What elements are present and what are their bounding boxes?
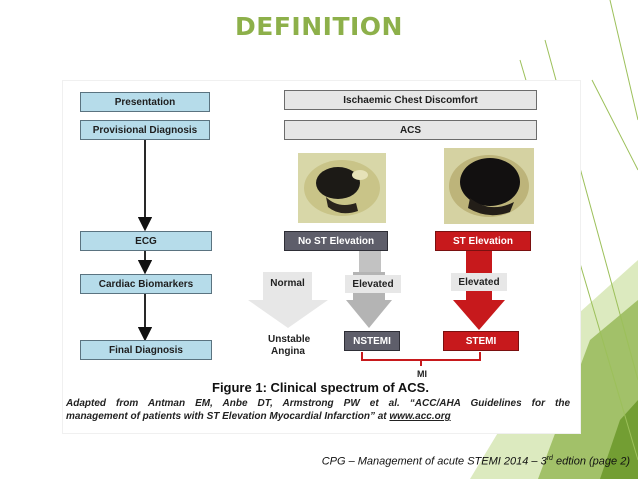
slide-title: DEFINITION — [235, 12, 403, 41]
st-elevation-box: ST Elevation — [435, 231, 531, 251]
normal-label: Normal — [270, 277, 305, 289]
mi-bracket — [361, 352, 481, 361]
provisional-diagnosis-box: Provisional Diagnosis — [80, 120, 210, 140]
figure-caption-body: Adapted from Antman EM, Anbe DT, Armstro… — [66, 397, 570, 423]
elevated-label-stemi: Elevated — [451, 273, 507, 291]
figure-caption-title: Figure 1: Clinical spectrum of ACS. — [212, 380, 429, 395]
no-st-elevation-box: No ST Elevation — [284, 231, 388, 251]
caption-line-1: Adapted from Antman EM, Anbe DT, Armstro… — [66, 398, 570, 409]
final-diagnosis-box: Final Diagnosis — [80, 340, 212, 360]
nstemi-box: NSTEMI — [344, 331, 400, 351]
footer-suffix: edtion (page 2) — [552, 455, 630, 468]
acs-box: ACS — [284, 120, 537, 140]
acc-link[interactable]: www.acc.org — [389, 411, 451, 422]
stemi-box: STEMI — [443, 331, 519, 351]
footer-superscript: rd — [546, 455, 553, 462]
heart-cross-section-image-right — [444, 148, 534, 224]
cardiac-biomarkers-box: Cardiac Biomarkers — [80, 274, 212, 294]
footer-prefix: CPG – Management of acute STEMI 2014 – 3 — [321, 455, 547, 468]
caption-line-2: management of patients with ST Elevation… — [66, 410, 570, 423]
slide-footer: CPG – Management of acute STEMI 2014 – 3… — [322, 455, 630, 468]
unstable-angina-line-2: Angina — [271, 346, 305, 357]
no-st-stem — [359, 251, 381, 272]
ecg-box: ECG — [80, 231, 212, 251]
unstable-angina-line-1: Unstable — [268, 334, 311, 345]
heart-cross-section-image-left — [298, 153, 386, 223]
unstable-angina-label: Unstable Angina — [268, 334, 311, 358]
ischaemic-chest-discomfort-box: Ischaemic Chest Discomfort — [284, 90, 537, 110]
normal-arrow — [248, 272, 328, 328]
caption-line-2-text: management of patients with ST Elevation… — [66, 411, 390, 422]
presentation-box: Presentation — [80, 92, 210, 112]
elevated-label-nstemi: Elevated — [345, 275, 401, 293]
mi-label: MI — [417, 369, 427, 379]
